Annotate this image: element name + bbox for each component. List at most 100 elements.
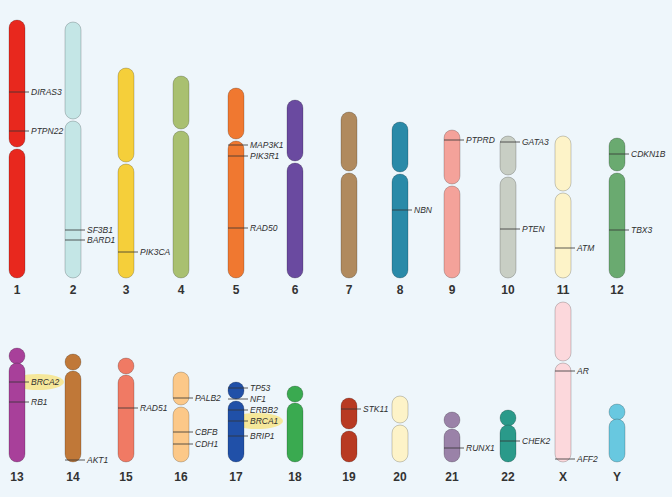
chromosome-arm	[65, 371, 81, 462]
gene-tick	[228, 399, 248, 400]
chromosome-number: 17	[229, 471, 242, 483]
chromosome-arm	[228, 141, 244, 278]
chromosome-arm	[9, 149, 25, 278]
chromosome-number: 14	[66, 471, 79, 483]
gene-tick	[9, 131, 29, 132]
gene-tick	[228, 145, 248, 146]
chromosome-number: 22	[501, 471, 514, 483]
chromosome-arm	[392, 396, 408, 423]
gene-tick	[555, 371, 575, 372]
gene-tick	[228, 421, 248, 422]
chromosome-number: X	[559, 471, 567, 483]
chromosome-arm	[500, 177, 516, 278]
chromosome-number: 5	[233, 284, 240, 296]
chromosome-number: 18	[288, 471, 301, 483]
chromosome-arm	[287, 386, 303, 402]
gene-label: CDKN1B	[631, 150, 665, 159]
gene-label: PIK3R1	[250, 152, 279, 161]
gene-label: TBX3	[631, 226, 652, 235]
chromosome-arm	[444, 186, 460, 278]
gene-tick	[500, 142, 520, 143]
gene-label: SF3B1	[87, 226, 113, 235]
chromosome-arm	[555, 193, 571, 278]
chromosome-arm	[65, 22, 81, 119]
gene-tick	[9, 92, 29, 93]
gene-label: CDH1	[195, 440, 218, 449]
chromosome-number: 2	[70, 284, 77, 296]
gene-tick	[341, 409, 361, 410]
gene-label: PTEN	[522, 225, 545, 234]
gene-tick	[228, 156, 248, 157]
gene-label: ATM	[577, 244, 594, 253]
gene-label: AKT1	[87, 456, 108, 465]
chromosome-arm	[9, 363, 25, 462]
chromosome-arm	[9, 20, 25, 147]
chromosome-number: 12	[610, 284, 623, 296]
gene-label: RAD50	[250, 224, 277, 233]
chromosome-number: 6	[292, 284, 299, 296]
chromosome-arm	[609, 138, 625, 171]
chromosome-arm	[392, 425, 408, 462]
gene-label: NF1	[250, 395, 266, 404]
chromosome-number: 13	[10, 471, 23, 483]
chromosome-arm	[118, 375, 134, 462]
chromosome-arm	[65, 121, 81, 278]
gene-tick	[173, 432, 193, 433]
gene-tick	[9, 382, 29, 383]
chromosome-arm	[287, 403, 303, 462]
chromosome-arm	[555, 363, 571, 462]
gene-label: GATA3	[522, 138, 549, 147]
gene-label: RAD51	[140, 404, 167, 413]
chromosome-number: 11	[557, 284, 570, 296]
gene-tick	[609, 154, 629, 155]
tick-group	[9, 92, 629, 460]
chromosome-arm	[555, 302, 571, 361]
gene-label: RB1	[31, 398, 48, 407]
gene-label: DIRAS3	[31, 88, 62, 97]
chromosome-arm	[173, 76, 189, 129]
gene-label: BARD1	[87, 236, 115, 245]
chromosome-number: 21	[445, 471, 458, 483]
chromosome-arm	[392, 122, 408, 172]
chromosome-arm	[444, 412, 460, 428]
gene-tick	[444, 140, 464, 141]
gene-tick	[173, 398, 193, 399]
chromosome-arm	[173, 372, 189, 405]
gene-tick	[609, 230, 629, 231]
gene-label: MAP3K1	[250, 141, 284, 150]
gene-tick	[555, 459, 575, 460]
chromosome-number: 9	[449, 284, 456, 296]
chromosome-arm	[500, 425, 516, 462]
chromosome-number: 7	[346, 284, 353, 296]
chromosome-arm	[341, 112, 357, 171]
gene-label: CBFB	[195, 428, 218, 437]
chromosome-arm	[228, 88, 244, 139]
chromosome-group	[9, 20, 625, 462]
gene-label: CHEK2	[522, 437, 550, 446]
gene-tick	[392, 210, 412, 211]
chromosome-number: 1	[14, 284, 21, 296]
chromosome-arm	[173, 407, 189, 462]
chromosome-arm	[287, 163, 303, 278]
gene-tick	[65, 230, 85, 231]
chromosome-arm	[555, 136, 571, 191]
gene-tick	[118, 408, 138, 409]
chromosome-arm	[609, 419, 625, 462]
gene-tick	[444, 448, 464, 449]
chromosome-arm	[444, 130, 460, 184]
gene-tick	[228, 410, 248, 411]
gene-tick	[65, 460, 85, 461]
gene-tick	[65, 240, 85, 241]
chromosome-arm	[392, 174, 408, 278]
chromosome-arm	[341, 398, 357, 429]
chromosome-number: 15	[119, 471, 132, 483]
chromosome-arm	[118, 68, 134, 162]
gene-label: TP53	[250, 384, 270, 393]
gene-tick	[118, 252, 138, 253]
chromosome-number: 4	[178, 284, 185, 296]
chromosome-arm	[609, 404, 625, 420]
gene-tick	[228, 228, 248, 229]
gene-label: PTPRD	[466, 136, 495, 145]
chromosome-arm	[341, 173, 357, 278]
